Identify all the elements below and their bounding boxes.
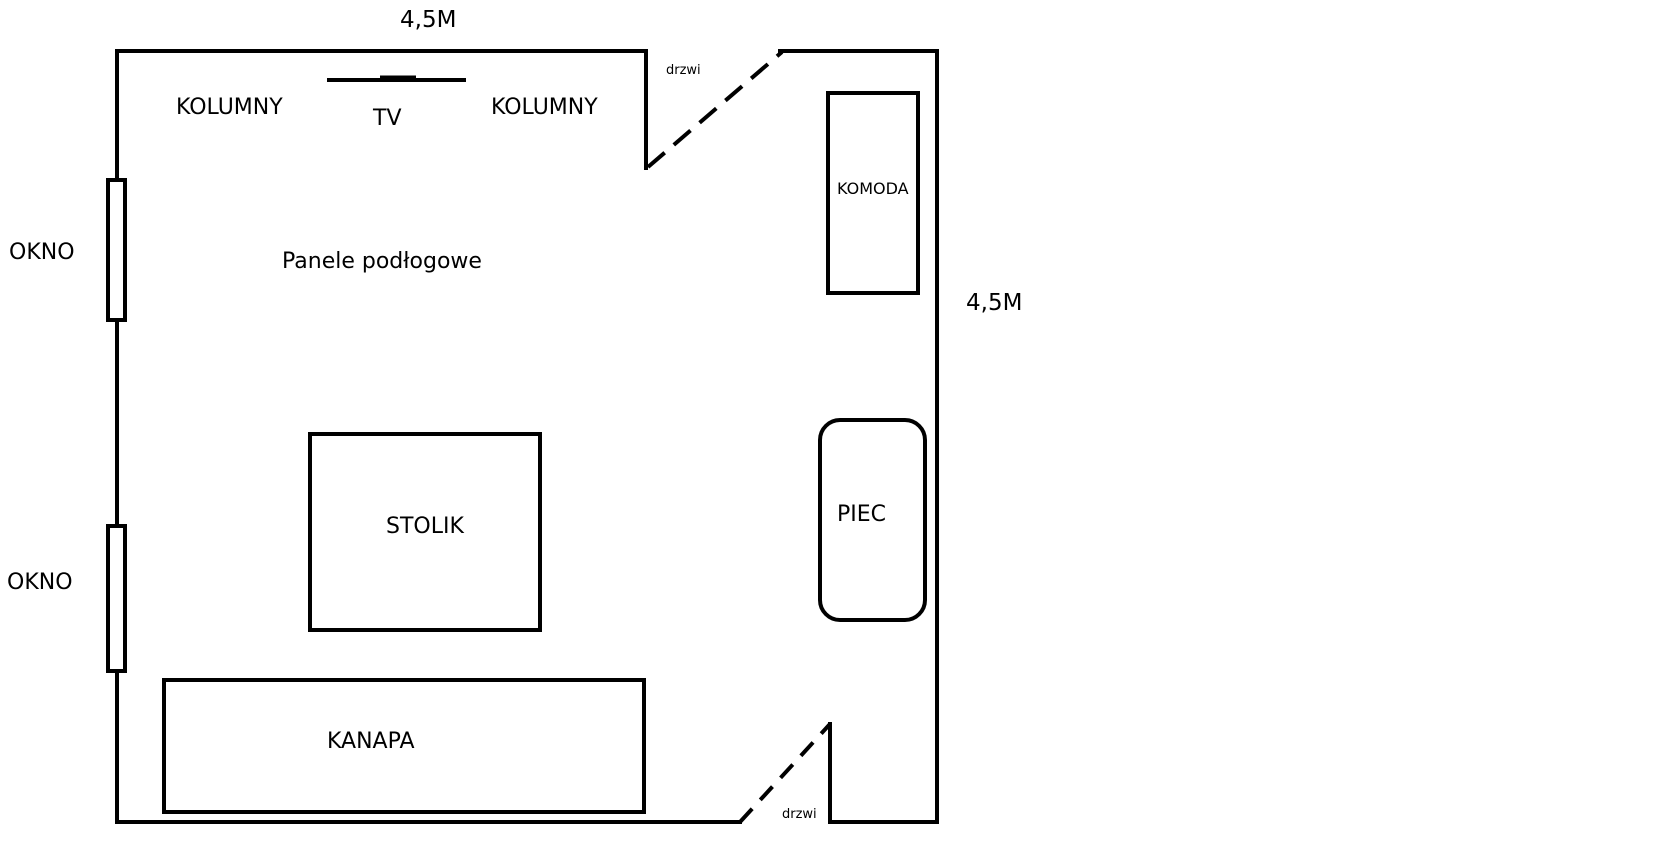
dimension-right-label: 4,5M: [966, 290, 1022, 316]
door-top: [646, 50, 784, 169]
stove-label: PIEC: [837, 502, 886, 527]
table-shape: [308, 432, 542, 632]
tv-label: TV: [372, 106, 402, 131]
wall-top-left: [115, 49, 742, 824]
sofa-label: KANAPA: [327, 729, 415, 754]
sofa-shape: [162, 678, 646, 814]
dresser-label: KOMODA: [837, 179, 909, 198]
window-lower-label: OKNO: [7, 570, 73, 595]
floor-label: Panele podłogowe: [282, 249, 482, 274]
dimension-top-label: 4,5M: [400, 7, 456, 33]
window-upper-label: OKNO: [9, 240, 75, 265]
window-lower: [106, 524, 127, 673]
room-walls: [115, 49, 939, 824]
table-label: STOLIK: [386, 514, 464, 539]
speaker-right-label: KOLUMNY: [491, 95, 598, 120]
wall-top-right: [778, 49, 939, 824]
window-upper: [106, 178, 127, 322]
dresser-shape: [826, 91, 920, 295]
door-bottom-label: drzwi: [782, 807, 817, 822]
speaker-left-label: KOLUMNY: [176, 95, 283, 120]
stove-shape: [818, 418, 927, 622]
door-bottom: [738, 722, 832, 824]
door-top-label: drzwi: [666, 63, 701, 78]
